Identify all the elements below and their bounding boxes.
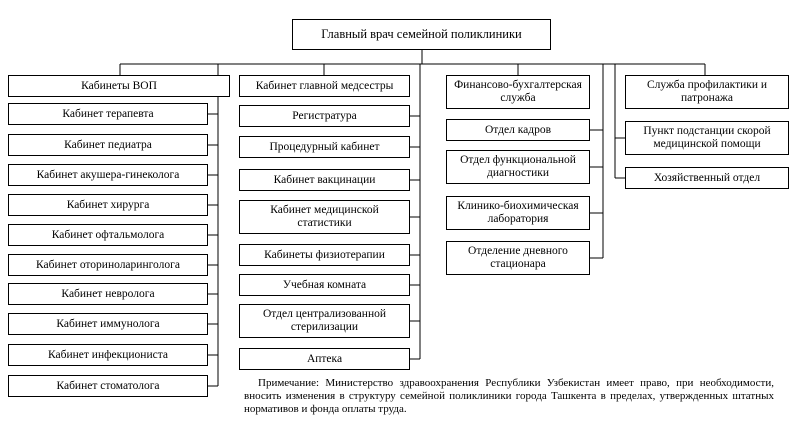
- col2-head-box: Кабинет главной медсестры: [239, 75, 410, 97]
- col2-item-box: Процедурный кабинет: [239, 136, 410, 158]
- col1-item-box: Кабинет терапевта: [8, 103, 208, 125]
- col1-item-box: Кабинет иммунолога: [8, 313, 208, 335]
- col3-item-box: Клинико-биохимическая лаборатория: [446, 196, 590, 230]
- col1-item-box: Кабинет инфекциониста: [8, 344, 208, 366]
- col2-item-box: Кабинет вакцинации: [239, 169, 410, 191]
- col4-item-box: Хозяйственный отдел: [625, 167, 789, 189]
- col3-item-box: Отделение дневного стационара: [446, 241, 590, 275]
- col3-item-box: Отдел кадров: [446, 119, 590, 141]
- col2-item-box: Кабинет медицинской статистики: [239, 200, 410, 234]
- col1-item-box: Кабинет оториноларинголога: [8, 254, 208, 276]
- col2-item-box: Учебная комната: [239, 274, 410, 296]
- col4-item-box: Пункт подстанции скорой медицинской помо…: [625, 121, 789, 155]
- col4-head-box: Служба профилактики и патронажа: [625, 75, 789, 109]
- col2-item-box: Регистратура: [239, 105, 410, 127]
- col2-item-box: Отдел централизованной стерилизации: [239, 304, 410, 338]
- col1-head-box: Кабинеты ВОП: [8, 75, 230, 97]
- chief-physician-box: Главный врач семейной поликлиники: [292, 19, 551, 50]
- col2-item-box: Кабинеты физиотерапии: [239, 244, 410, 266]
- col1-item-box: Кабинет стоматолога: [8, 375, 208, 397]
- col1-item-box: Кабинет акушера-гинеколога: [8, 164, 208, 186]
- note-text: Примечание: Министерство здравоохранения…: [244, 377, 774, 415]
- col1-item-box: Кабинет офтальмолога: [8, 224, 208, 246]
- col1-item-box: Кабинет педиатра: [8, 134, 208, 156]
- col3-head-box: Финансово-бухгалтерская служба: [446, 75, 590, 109]
- col2-item-box: Аптека: [239, 348, 410, 370]
- col3-item-box: Отдел функциональной диагностики: [446, 150, 590, 184]
- col1-item-box: Кабинет невролога: [8, 283, 208, 305]
- col1-item-box: Кабинет хирурга: [8, 194, 208, 216]
